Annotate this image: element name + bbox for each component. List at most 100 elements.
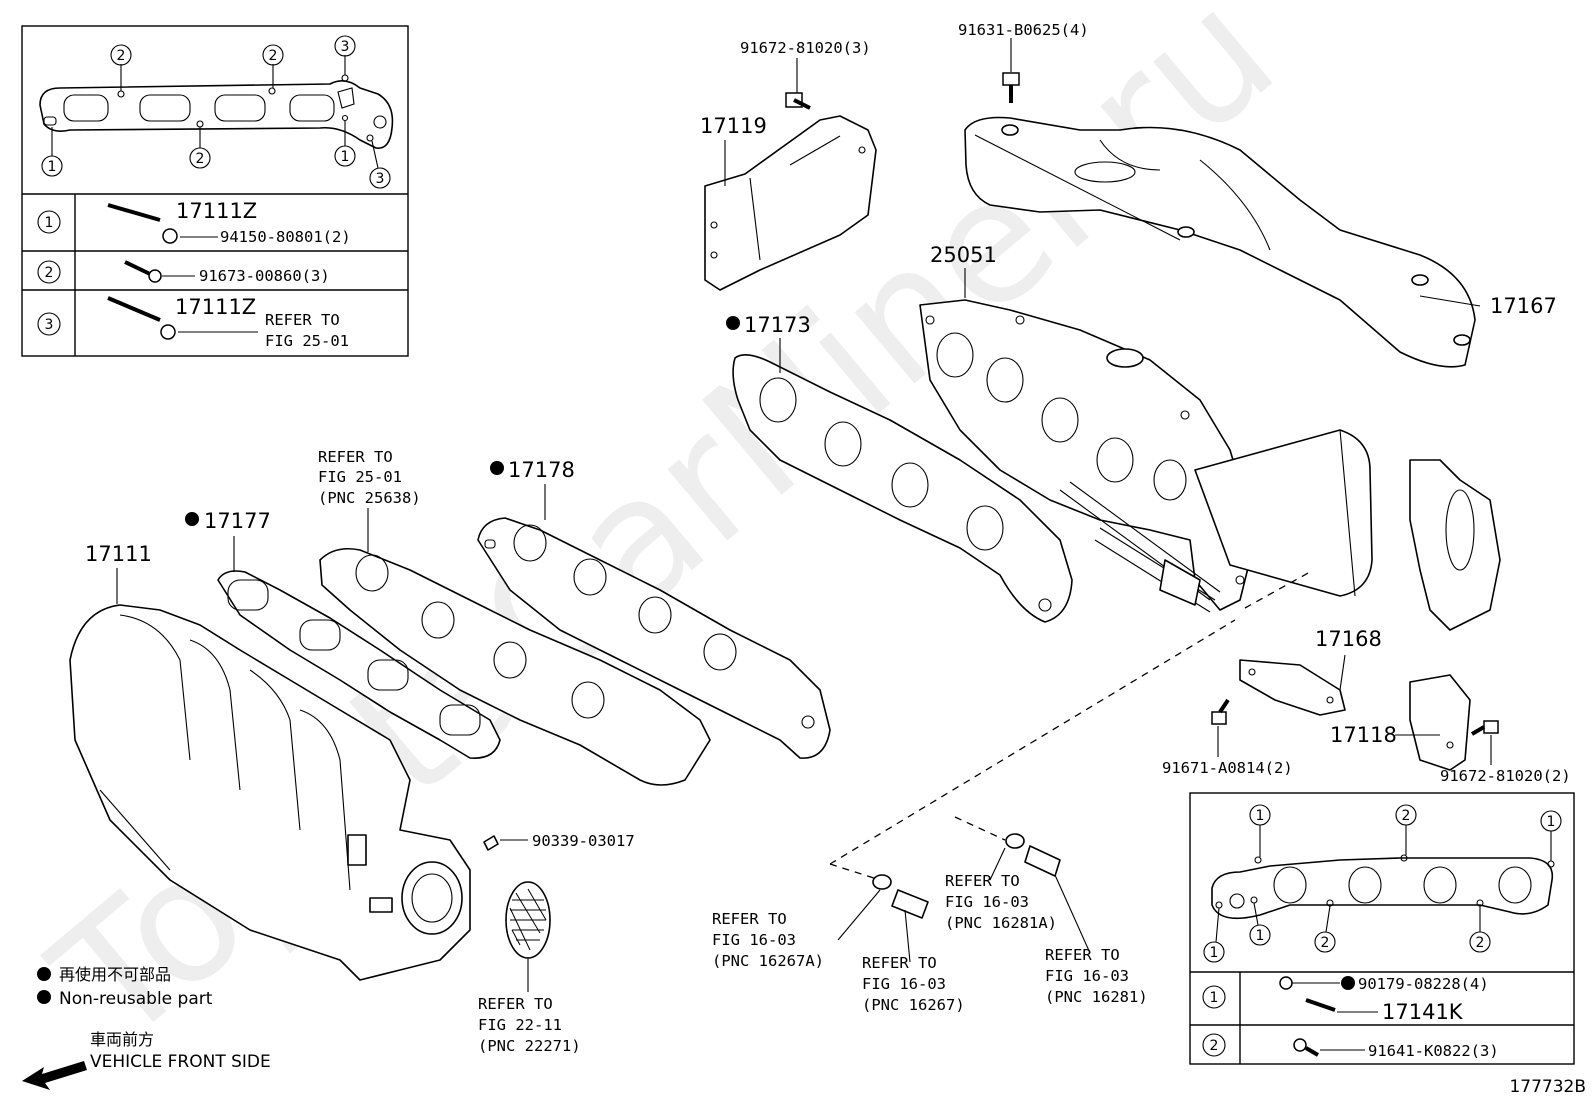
part-17118	[1409, 674, 1471, 771]
part-label: 17111	[85, 542, 152, 566]
refer-text: FIG 16-03	[945, 893, 1029, 911]
part-number: 17111Z	[176, 199, 257, 223]
exhaust-callouts: 1 2 1 1 1 2 2	[1203, 804, 1562, 963]
legend: 再使用不可部品 Non-reusable part 車両前方 VEHICLE F…	[22, 965, 271, 1090]
nut-icon	[1279, 976, 1293, 990]
refer-text: FIG 16-03	[1045, 967, 1129, 985]
callout: 1	[1547, 814, 1556, 830]
row-number: 1	[1210, 990, 1219, 1006]
row-number: 2	[45, 265, 54, 281]
part-label: 17119	[700, 114, 767, 138]
callout: 2	[196, 151, 205, 167]
intake-spacer	[319, 547, 711, 786]
callout: 1	[1256, 808, 1265, 824]
callout: 2	[1402, 808, 1411, 824]
callout: 2	[1476, 935, 1485, 951]
refer-text: FIG 25-01	[318, 468, 402, 486]
callout: 3	[341, 39, 350, 55]
inset-intake: 2 2 3 1 2 1 3 1 17111Z	[21, 25, 409, 357]
bullet-icon	[37, 990, 51, 1004]
row-number: 1	[45, 215, 54, 231]
legend-jp: 再使用不可部品	[59, 965, 171, 984]
callout: 1	[1256, 928, 1265, 944]
refer-text: REFER TO	[945, 872, 1020, 890]
part-17111	[69, 604, 471, 981]
part-17167	[964, 116, 1476, 368]
part-25051	[919, 299, 1501, 631]
part-17173	[732, 354, 1073, 623]
callout: 2	[1321, 935, 1330, 951]
callout: 1	[341, 149, 350, 165]
legend-en: Non-reusable part	[59, 989, 213, 1009]
refer-text: FIG 16-03	[712, 931, 796, 949]
part-label: 90339-03017	[532, 832, 635, 850]
refer-text: (PNC 25638)	[318, 489, 421, 507]
part-label: 91672-81020(3)	[740, 39, 871, 57]
part-number: 94150-80801(2)	[220, 228, 351, 246]
part-label: 17173	[744, 313, 811, 337]
intake-callouts: 2 2 3 1 2 1 3	[41, 35, 391, 189]
part-label: 17118	[1330, 723, 1397, 747]
plug-icon	[483, 835, 499, 851]
bolt-icon	[1470, 720, 1499, 736]
refer-text: (PNC 22271)	[478, 1037, 581, 1055]
stud-icon	[1305, 998, 1336, 1012]
bullet-icon	[37, 967, 51, 981]
part-17168	[1239, 659, 1346, 716]
part-label: 91671-A0814(2)	[1162, 759, 1293, 777]
refer-text: REFER TO	[1045, 946, 1120, 964]
part-label: 25051	[930, 243, 997, 267]
part-17119	[704, 115, 877, 291]
part-number: 17141K	[1382, 1000, 1464, 1024]
figure-id: 177732B	[1509, 1077, 1586, 1097]
refer-text: REFER TO	[862, 954, 937, 972]
part-number: 90179-08228(4)	[1358, 975, 1489, 993]
refer-text: REFER TO	[265, 311, 340, 329]
part-label: 91672-81020(2)	[1440, 767, 1571, 785]
row-number: 3	[45, 317, 54, 333]
bolt-icon	[1002, 72, 1020, 103]
callout: 1	[48, 159, 57, 175]
bolt-icon	[107, 203, 178, 244]
bolt-icon	[107, 296, 176, 340]
part-label: 17168	[1315, 627, 1382, 651]
bolt-icon	[1293, 1038, 1320, 1057]
refer-text: (PNC 16267)	[862, 996, 965, 1014]
hose-clamp-icon	[872, 874, 929, 919]
part-label: 91631-B0625(4)	[958, 21, 1089, 39]
part-number: 17111Z	[175, 295, 256, 319]
refer-text: (PNC 16267A)	[712, 952, 824, 970]
hose-clamp-icon	[1005, 833, 1061, 877]
exhaust-gasket-sketch	[1211, 854, 1555, 920]
callout: 3	[376, 171, 385, 187]
direction-jp: 車両前方	[90, 1030, 154, 1049]
row-number: 2	[1210, 1038, 1219, 1054]
throttle-gasket	[505, 881, 551, 959]
part-number: 91673-00860(3)	[199, 267, 330, 285]
callout: 2	[117, 48, 126, 64]
part-17177	[217, 570, 501, 759]
refer-text: REFER TO	[712, 910, 787, 928]
callout: 2	[269, 48, 278, 64]
refer-text: FIG 16-03	[862, 975, 946, 993]
callout: 1	[1210, 945, 1219, 961]
inset-exhaust: 1 2 1 1 1 2 2 1 90179-08228(4	[1189, 792, 1575, 1065]
refer-text: REFER TO	[478, 995, 553, 1013]
part-label: 17178	[508, 458, 575, 482]
refer-text: REFER TO	[318, 448, 393, 466]
part-17178	[477, 517, 831, 759]
refer-text: FIG 25-01	[265, 332, 349, 350]
bolt-icon	[124, 260, 162, 283]
bolt-icon	[785, 92, 811, 110]
refer-text: (PNC 16281A)	[945, 914, 1057, 932]
intake-gasket-sketch	[39, 74, 394, 149]
refer-text: (PNC 16281)	[1045, 988, 1148, 1006]
refer-text: FIG 22-11	[478, 1016, 562, 1034]
direction-en: VEHICLE FRONT SIDE	[90, 1052, 271, 1072]
part-label: 17177	[204, 509, 271, 533]
arrow-left-icon	[22, 1061, 87, 1090]
part-number: 91641-K0822(3)	[1368, 1042, 1499, 1060]
bolt-icon	[1211, 698, 1230, 725]
part-label: 17167	[1490, 294, 1557, 318]
